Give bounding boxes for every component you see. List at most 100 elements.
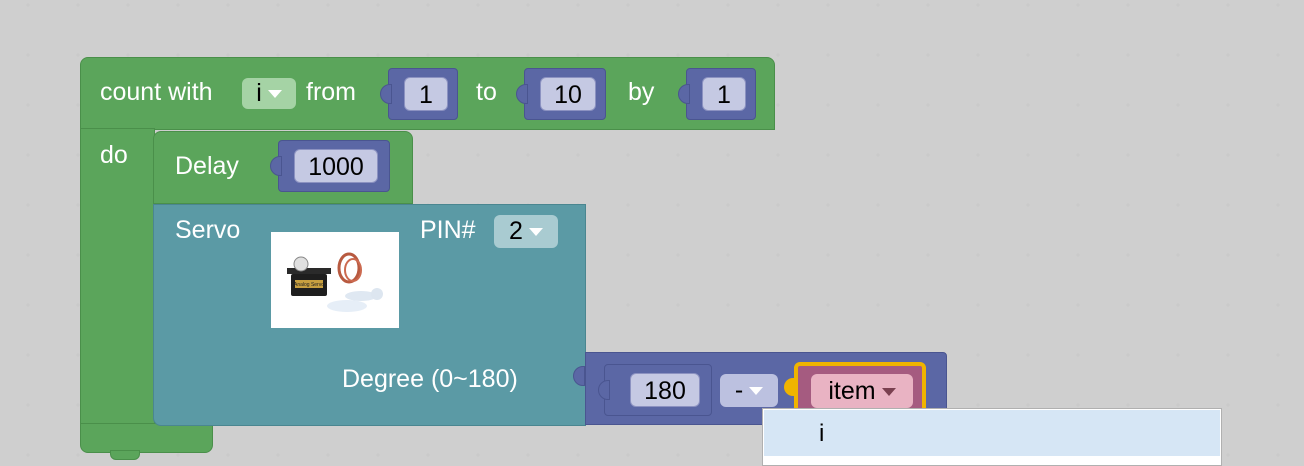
loop-variable-dropdown[interactable]: i <box>242 78 296 109</box>
grid-cross <box>26 3 30 7</box>
grid-cross <box>876 3 880 7</box>
to-connector-notch <box>516 84 528 104</box>
grid-cross <box>1126 203 1130 207</box>
count-loop-bottom-tab <box>110 450 140 460</box>
grid-cross <box>1226 403 1230 407</box>
grid-cross <box>426 3 430 7</box>
grid-cross <box>876 53 880 57</box>
grid-cross <box>626 3 630 7</box>
grid-cross <box>1026 3 1030 7</box>
by-connector-notch <box>678 84 690 104</box>
grid-cross <box>476 53 480 57</box>
count-with-label: count with <box>100 78 213 106</box>
grid-cross <box>1126 303 1130 307</box>
grid-cross <box>726 453 730 457</box>
grid-cross <box>1076 3 1080 7</box>
grid-cross <box>1226 253 1230 257</box>
from-connector-notch <box>380 84 392 104</box>
grid-cross <box>1026 103 1030 107</box>
delay-label: Delay <box>175 152 239 180</box>
grid-cross <box>1276 3 1280 7</box>
dropdown-option-label: i <box>819 420 825 447</box>
grid-cross <box>976 203 980 207</box>
grid-cross <box>576 53 580 57</box>
grid-cross <box>26 353 30 357</box>
grid-cross <box>676 303 680 307</box>
to-input[interactable]: 10 <box>540 77 596 111</box>
grid-cross <box>926 153 930 157</box>
grid-cross <box>1276 353 1280 357</box>
grid-cross <box>1176 303 1180 307</box>
dropdown-option[interactable]: i <box>764 410 1220 456</box>
grid-cross <box>76 203 80 207</box>
grid-cross <box>976 303 980 307</box>
variable-dropdown[interactable]: item <box>811 374 913 408</box>
grid-cross <box>176 453 180 457</box>
grid-cross <box>526 153 530 157</box>
grid-cross <box>526 453 530 457</box>
grid-cross <box>726 203 730 207</box>
grid-cross <box>1276 303 1280 307</box>
grid-cross <box>426 53 430 57</box>
grid-cross <box>376 453 380 457</box>
grid-cross <box>376 53 380 57</box>
grid-cross <box>1226 203 1230 207</box>
grid-cross <box>976 403 980 407</box>
delay-connector-notch <box>270 156 282 176</box>
grid-cross <box>1176 203 1180 207</box>
grid-cross <box>276 53 280 57</box>
grid-cross <box>326 453 330 457</box>
grid-cross <box>626 203 630 207</box>
chevron-down-icon <box>528 228 543 237</box>
grid-cross <box>526 53 530 57</box>
grid-cross <box>1276 253 1280 257</box>
grid-cross <box>976 103 980 107</box>
grid-cross <box>876 153 880 157</box>
grid-cross <box>926 103 930 107</box>
grid-cross <box>126 3 130 7</box>
from-input[interactable]: 1 <box>404 77 448 111</box>
grid-cross <box>1076 103 1080 107</box>
grid-cross <box>576 453 580 457</box>
pin-dropdown[interactable]: 2 <box>494 215 558 248</box>
grid-cross <box>1026 53 1030 57</box>
grid-cross <box>1026 303 1030 307</box>
grid-cross <box>726 53 730 57</box>
grid-cross <box>526 3 530 7</box>
grid-cross <box>276 3 280 7</box>
servo-image-text: Analog Servo <box>294 282 324 288</box>
grid-cross <box>726 3 730 7</box>
grid-cross <box>26 153 30 157</box>
grid-cross <box>476 3 480 7</box>
grid-cross <box>1126 403 1130 407</box>
chevron-down-icon <box>881 388 896 397</box>
grid-cross <box>776 253 780 257</box>
do-label: do <box>100 141 128 169</box>
grid-cross <box>76 403 80 407</box>
grid-cross <box>476 153 480 157</box>
variable-dropdown-menu[interactable]: i <box>762 408 1222 466</box>
grid-cross <box>976 353 980 357</box>
grid-cross <box>376 3 380 7</box>
math-left-input[interactable]: 180 <box>630 373 700 407</box>
grid-cross <box>976 253 980 257</box>
grid-cross <box>1276 53 1280 57</box>
grid-cross <box>976 153 980 157</box>
count-loop-footer <box>80 423 213 453</box>
grid-cross <box>1026 153 1030 157</box>
math-connector-notch <box>573 366 585 386</box>
grid-cross <box>26 203 30 207</box>
loop-variable-value: i <box>256 79 262 107</box>
grid-cross <box>1226 103 1230 107</box>
delay-input[interactable]: 1000 <box>294 149 378 183</box>
grid-cross <box>1276 103 1280 107</box>
servo-motor-icon: Analog Servo <box>287 252 383 312</box>
grid-cross <box>976 3 980 7</box>
grid-cross <box>226 53 230 57</box>
grid-cross <box>676 453 680 457</box>
grid-cross <box>1076 253 1080 257</box>
grid-cross <box>26 403 30 407</box>
grid-cross <box>826 303 830 307</box>
by-input[interactable]: 1 <box>702 77 746 111</box>
operator-dropdown[interactable]: - <box>720 374 778 407</box>
